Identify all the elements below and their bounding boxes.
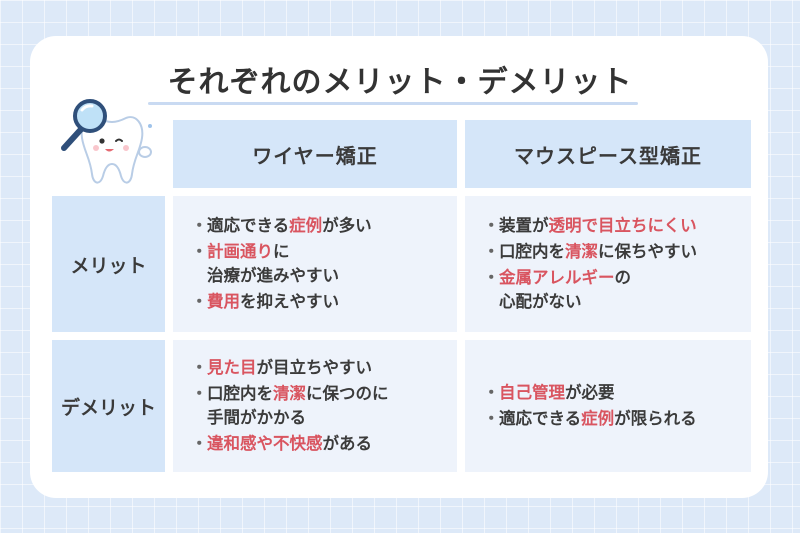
highlight-text: 清潔 — [273, 384, 306, 403]
list-item-text: 口腔内を清潔に保つのに手間がかかる — [207, 382, 389, 430]
text-segment: 適応できる — [499, 409, 582, 428]
text-segment: 装置が — [499, 216, 549, 235]
text-segment: 口腔内を — [207, 384, 273, 403]
list-item-text: 自己管理が必要 — [499, 381, 615, 405]
list-item-text: 見た目が目立ちやすい — [207, 356, 372, 380]
list-item: ・適応できる症例が限られる — [483, 407, 751, 431]
bullet: ・ — [191, 434, 208, 453]
bullet: ・ — [483, 383, 500, 402]
list-item-continuation: 治療が進みやすい — [207, 266, 339, 285]
highlight-text: 清潔 — [565, 242, 598, 261]
bullet: ・ — [483, 216, 500, 235]
text-segment: に — [273, 242, 290, 261]
highlight-text: 症例 — [289, 216, 323, 235]
highlight-text: 見た目 — [207, 358, 257, 377]
list-item-continuation: 手間がかかる — [207, 408, 306, 427]
text-segment: が必要 — [565, 383, 615, 402]
text-segment: がある — [322, 434, 373, 453]
list-item-text: 金属アレルギーの心配がない — [499, 266, 631, 314]
title-underline — [148, 102, 638, 105]
highlight-text: 計画通り — [207, 242, 273, 261]
list-item-text: 装置が透明で目立ちにくい — [499, 214, 697, 238]
text-segment: の — [614, 268, 632, 287]
list-item-text: 口腔内を清潔に保ちやすい — [499, 240, 697, 264]
text-segment: に保つのに — [306, 384, 389, 403]
bullet: ・ — [191, 216, 208, 235]
list-item: ・適応できる症例が多い — [191, 214, 457, 238]
column-header-mouthpiece: マウスピース型矯正 — [465, 120, 751, 188]
list-item: ・費用を抑えやすい — [191, 290, 457, 314]
text-segment: を抑えやすい — [240, 292, 339, 311]
highlight-text: 金属アレルギー — [499, 268, 615, 287]
row-label-demerit: デメリット — [52, 340, 165, 472]
row-label-merit: メリット — [52, 196, 165, 332]
list-item: ・金属アレルギーの心配がない — [483, 266, 751, 314]
highlight-text: 自己管理 — [499, 383, 565, 402]
cell-demerit-wire: ・見た目が目立ちやすい・口腔内を清潔に保つのに手間がかかる・違和感や不快感がある — [173, 340, 457, 472]
highlight-text: 費用 — [207, 292, 240, 311]
text-segment: が限られる — [614, 409, 697, 428]
list-item: ・見た目が目立ちやすい — [191, 356, 457, 380]
text-segment: が多い — [322, 216, 372, 235]
bullet: ・ — [191, 358, 208, 377]
list-item: ・口腔内を清潔に保ちやすい — [483, 240, 751, 264]
bullet: ・ — [191, 384, 208, 403]
bullet: ・ — [191, 242, 208, 261]
list-item: ・計画通りに治療が進みやすい — [191, 240, 457, 288]
page-title: それぞれのメリット・デメリット — [167, 65, 633, 100]
highlight-text: 症例 — [581, 409, 615, 428]
column-header-wire: ワイヤー矯正 — [173, 120, 457, 188]
bullet: ・ — [483, 242, 500, 261]
text-segment: が目立ちやすい — [256, 358, 373, 377]
cell-demerit-mouthpiece: ・自己管理が必要・適応できる症例が限られる — [465, 340, 751, 472]
cell-merit-wire: ・適応できる症例が多い・計画通りに治療が進みやすい・費用を抑えやすい — [173, 196, 457, 332]
list-item: ・装置が透明で目立ちにくい — [483, 214, 751, 238]
bullet: ・ — [483, 409, 500, 428]
bullet: ・ — [483, 268, 500, 287]
text-segment: 口腔内を — [499, 242, 565, 261]
tooth-with-magnifier-icon — [61, 99, 152, 184]
list-item: ・違和感や不快感がある — [191, 432, 457, 456]
list-item-text: 適応できる症例が多い — [207, 214, 372, 238]
highlight-text: 違和感や不快感 — [207, 434, 323, 453]
text-segment: 適応できる — [207, 216, 290, 235]
highlight-text: 透明で目立ちにくい — [548, 216, 697, 235]
cell-merit-mouthpiece: ・装置が透明で目立ちにくい・口腔内を清潔に保ちやすい・金属アレルギーの心配がない — [465, 196, 751, 332]
list-item-text: 違和感や不快感がある — [207, 432, 372, 456]
bullet: ・ — [191, 292, 208, 311]
list-item-text: 費用を抑えやすい — [207, 290, 339, 314]
list-item: ・自己管理が必要 — [483, 381, 751, 405]
list-item: ・口腔内を清潔に保つのに手間がかかる — [191, 382, 457, 430]
list-item-continuation: 心配がない — [499, 292, 582, 311]
list-item-text: 適応できる症例が限られる — [499, 407, 697, 431]
list-item-text: 計画通りに治療が進みやすい — [207, 240, 339, 288]
text-segment: に保ちやすい — [598, 242, 697, 261]
